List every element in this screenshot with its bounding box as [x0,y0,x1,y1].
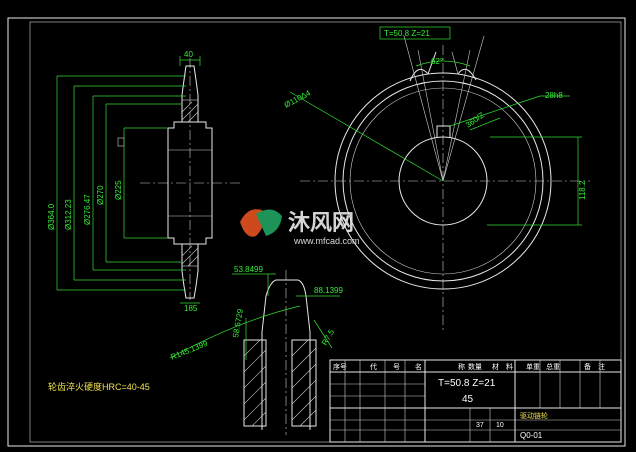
th-5: 数量 [468,362,482,371]
title-block-frame [329,359,622,443]
watermark-url: www.mfcad.com [293,236,360,246]
dim-width-top: 40 [184,50,193,59]
side-view [117,58,240,300]
dim-inner-dia: Ø225 [114,180,123,200]
th-11: 注 [598,362,605,371]
angle-line-left [417,49,444,182]
title-drawing-no: Q0-01 [520,431,543,440]
dim-detail-4: R7.5 [320,327,337,347]
dim-detail-5: R145.1399 [169,339,209,362]
detail-block-left [243,339,267,427]
dim-depth: 118.2 [578,180,587,200]
dim-keyway: 28h8 [545,91,563,100]
title-qty: 37 [476,422,484,429]
hub-outline [167,121,213,245]
th-6: 材 [492,362,499,371]
dim-detail-1: 53.8499 [234,265,263,274]
root-circle [342,80,544,282]
dim-angle: 62° [431,57,443,66]
watermark-logo-icon [240,209,282,237]
outer-frame [7,17,626,447]
title-header-row: 序号 代 号 名 称 数量 材 料 单重 总重 备 注 [333,362,605,371]
tooth-tip-circle [334,72,552,290]
th-3: 名 [415,362,422,371]
spec-box [379,26,451,40]
th-4: 称 [458,362,465,371]
th-7: 料 [506,362,513,371]
th-1: 代 [370,362,377,371]
keyway-notch [117,137,125,147]
inner-frame [29,21,622,443]
detail-hatch [243,339,317,427]
rim-hatch [181,101,199,267]
title-block [329,359,622,443]
rim-top [181,65,199,122]
front-view [289,35,590,330]
dim-root-dia: Ø276.47 [83,194,92,225]
angle-arc [415,60,471,67]
dim-bore-dia: Ø110∆4 [283,88,313,110]
th-9: 总重 [546,362,560,371]
bore-circle [398,136,488,226]
keyway [436,125,451,137]
keyway-leader [449,95,541,127]
dim-width-bottom: 185 [184,304,198,313]
rim-bottom [181,244,199,299]
tooth-gap-1 [409,68,429,82]
spec-box-text: T=50.8 Z=21 [384,29,430,38]
tooth-gap-2 [457,68,477,81]
watermark: 沐风网 www.mfcad.com [240,209,360,246]
title-spec: T=50.8 Z=21 [438,378,496,389]
angle-line-right [442,49,471,182]
pitch-circle [349,87,537,275]
dim-hub-dia: Ø270 [96,185,105,205]
detail-block-right [291,339,317,427]
th-2: 号 [393,363,400,371]
dim-pitch-dia: Ø312.23 [64,199,73,230]
dim-chord: 360/Z [464,110,486,129]
dim-detail-3: 58.5729 [231,308,245,339]
bore-leader [289,91,444,182]
th-10: 备 [584,362,591,371]
tooth-detail [169,270,340,435]
hardness-note: 轮齿淬火硬度HRC=40-45 [48,381,150,392]
watermark-brand: 沐风网 [288,210,354,235]
title-material: 45 [462,394,474,405]
dim-outer-dia: Ø364.0 [47,203,56,230]
th-8: 单重 [526,362,540,371]
title-scale: 10 [496,422,504,429]
r145-leader [169,305,301,359]
dim-detail-2: 88.1399 [314,286,343,295]
th-0: 序号 [333,362,347,371]
side-dimensions [56,56,201,304]
title-part-name: 驱动链轮 [520,411,548,420]
